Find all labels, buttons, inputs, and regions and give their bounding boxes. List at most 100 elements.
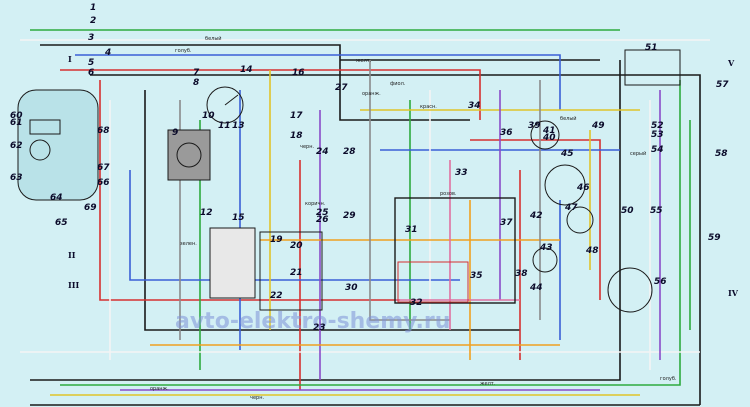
component-number: 32 <box>410 298 423 308</box>
component-number: 60 <box>10 111 23 121</box>
wire-white-main <box>20 39 710 370</box>
component-number: 4 <box>104 48 111 58</box>
component-number: 15 <box>232 213 245 223</box>
component-number: 1 <box>90 3 96 13</box>
component-number: 68 <box>97 126 110 136</box>
component-number: 23 <box>313 323 326 333</box>
component-number: 49 <box>591 121 605 131</box>
wire-color-label: белый <box>205 35 222 42</box>
wire-blue-main <box>75 54 620 350</box>
component-number: 45 <box>560 149 574 159</box>
component-number: 25 <box>316 208 329 218</box>
component-number: 13 <box>232 121 245 131</box>
component-number: 35 <box>470 271 483 281</box>
watermark: avto-elektro-shemy.ru <box>175 309 450 334</box>
connector-roman-label: V <box>727 58 735 68</box>
component-number: 14 <box>240 65 253 75</box>
component-number: 33 <box>455 168 468 178</box>
wire-color-label: голуб. <box>660 376 677 382</box>
wire-color-label: оранж. <box>362 91 381 97</box>
component-distributor <box>206 86 244 124</box>
wire-green-main <box>30 29 691 386</box>
component-number: 62 <box>10 141 23 151</box>
component-switch-block <box>530 120 653 313</box>
component-number: 43 <box>539 243 553 253</box>
component-number: 22 <box>270 291 283 301</box>
component-number: 17 <box>290 111 303 121</box>
component-instrument-cluster <box>394 197 516 304</box>
component-number: 53 <box>651 130 664 140</box>
component-number: 9 <box>172 128 178 138</box>
component-headlamp-left <box>17 89 99 201</box>
wire-color-label: желт. <box>480 381 496 387</box>
component-number: 54 <box>651 145 664 155</box>
component-number: 28 <box>343 147 356 157</box>
component-number: 46 <box>576 183 590 193</box>
wire-yellow-main <box>50 70 640 396</box>
component-rear-lamp <box>624 49 681 86</box>
component-number: 44 <box>529 283 543 293</box>
component-number: 10 <box>202 111 215 121</box>
component-fuse-block <box>209 227 256 299</box>
wire-color-label: серый <box>630 150 646 157</box>
component-number: 57 <box>716 80 729 90</box>
wire-red-main <box>60 69 601 390</box>
component-number: 27 <box>335 83 348 93</box>
component-number: 56 <box>654 277 667 287</box>
wire-color-label: черн. <box>300 144 314 150</box>
component-number: 16 <box>292 68 305 78</box>
component-relay-block <box>259 231 323 311</box>
wire-black-main <box>30 44 701 406</box>
component-number: 21 <box>290 268 303 278</box>
component-number: 20 <box>290 241 303 251</box>
component-number: 37 <box>500 218 513 228</box>
component-number: 39 <box>528 121 541 131</box>
component-number: 5 <box>88 58 94 68</box>
component-number: 3 <box>88 33 94 43</box>
component-number: 12 <box>200 208 213 218</box>
component-number: 64 <box>50 193 63 203</box>
component-number: 51 <box>645 43 658 53</box>
wire-color-label: черн. <box>250 395 264 401</box>
component-number: 29 <box>343 211 356 221</box>
component-number: 41 <box>542 126 556 136</box>
component-number: 2 <box>90 16 96 26</box>
component-number: 65 <box>55 218 68 228</box>
component-number: 67 <box>97 163 110 173</box>
component-number: 48 <box>585 246 599 256</box>
wire-color-label: зелен. <box>180 241 197 247</box>
wire-color-label: фиол. <box>390 81 406 87</box>
component-number: 66 <box>97 178 110 188</box>
wire-color-label: красн. <box>420 104 437 110</box>
component-number: 31 <box>405 225 418 235</box>
wire-color-label: белый <box>560 115 577 122</box>
component-number: 47 <box>564 203 578 213</box>
connector-roman-label: I <box>68 54 72 64</box>
component-number: 69 <box>84 203 97 213</box>
component-number: 34 <box>468 101 481 111</box>
component-number: 55 <box>650 206 663 216</box>
wire-harness <box>20 29 710 406</box>
component-number: 6 <box>88 68 94 78</box>
component-number: 42 <box>529 211 543 221</box>
component-number: 7 <box>193 68 200 78</box>
wire-orange-main <box>150 200 560 360</box>
component-generator <box>167 129 211 181</box>
wire-color-label: голуб. <box>175 48 192 54</box>
component-number: 11 <box>218 121 231 131</box>
connector-roman-label: II <box>68 250 76 260</box>
wire-violet-main <box>120 90 661 391</box>
component-number: 40 <box>542 133 556 143</box>
wire-color-label: желт. <box>356 58 372 64</box>
component-number: 30 <box>345 283 358 293</box>
component-number: 19 <box>270 235 283 245</box>
component-number: 36 <box>500 128 513 138</box>
component-number: 38 <box>515 269 528 279</box>
connector-roman-label: III <box>68 280 79 290</box>
component-number: 61 <box>10 118 23 128</box>
wire-color-label: оранж. <box>150 386 169 392</box>
component-number: 8 <box>193 78 199 88</box>
component-number: 63 <box>10 173 23 183</box>
